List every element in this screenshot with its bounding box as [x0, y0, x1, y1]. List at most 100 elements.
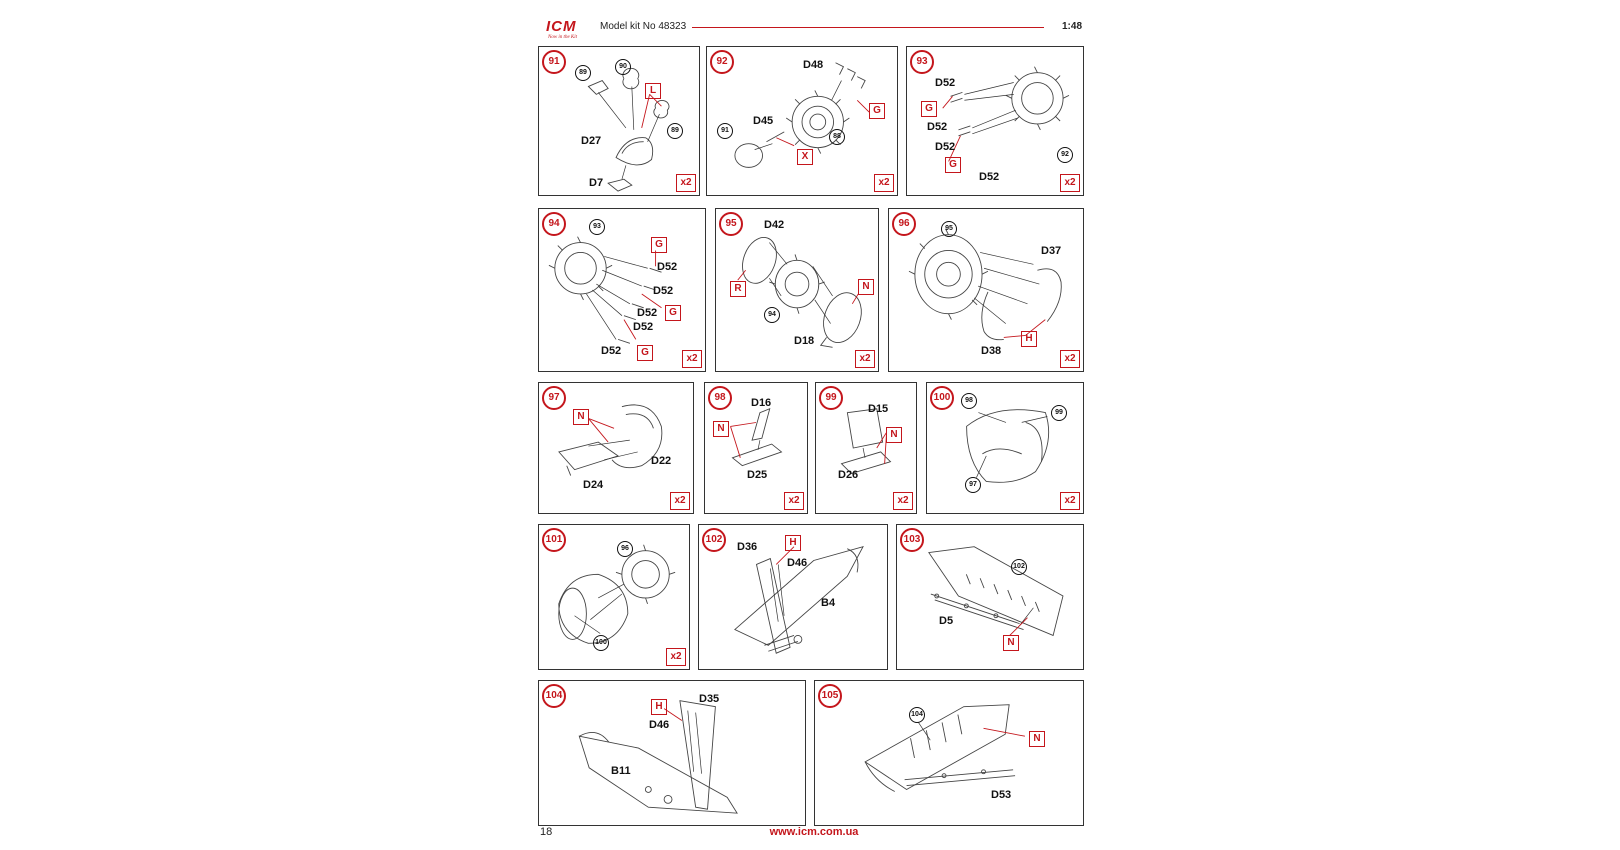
ref-step-100: 100 [593, 635, 609, 651]
ref-step-91: 91 [717, 123, 733, 139]
step-number: 103 [900, 528, 924, 552]
step-103-drawing [928, 546, 1064, 637]
paint-tag-H: H [1021, 331, 1037, 347]
part-D25: D25 [747, 469, 768, 481]
paint-tag-H: H [785, 535, 801, 551]
step-103-panel: 103 102 D5 N [896, 524, 1084, 670]
step-105-drawing [864, 704, 1026, 792]
step-number: 92 [710, 50, 734, 74]
part-D36: D36 [737, 541, 758, 553]
ref-step-96: 96 [617, 541, 633, 557]
quantity-badge: x2 [1060, 350, 1080, 368]
instruction-page: ICM Now in the Kit Model kit No 48323 1:… [538, 12, 1090, 842]
paint-tag-G: G [921, 101, 937, 117]
step-101-panel: 101 96 100 x2 [538, 524, 690, 670]
paint-tag-N: N [858, 279, 874, 295]
ref-step-94: 94 [764, 307, 780, 323]
quantity-badge: x2 [855, 350, 875, 368]
ref-step-93: 93 [589, 219, 605, 235]
step-number: 95 [719, 212, 743, 236]
part-D16: D16 [751, 397, 772, 409]
paint-tag-N: N [573, 409, 589, 425]
step-97-drawing [558, 404, 663, 476]
paint-tag-N: N [1029, 731, 1045, 747]
part-D37: D37 [1041, 245, 1062, 257]
part-D38: D38 [981, 345, 1002, 357]
step-104-drawing [578, 700, 738, 814]
step-number: 105 [818, 684, 842, 708]
page-number: 18 [540, 826, 553, 838]
part-D35: D35 [699, 693, 720, 705]
scale-label: 1:48 [1061, 21, 1082, 32]
step-number: 104 [542, 684, 566, 708]
paint-tag-H: H [651, 699, 667, 715]
ref-step-102: 102 [1011, 559, 1027, 575]
kit-title: Model kit No 48323 [600, 21, 687, 32]
step-96-panel: 96 95 D37 D38 H x2 [888, 208, 1084, 372]
paint-tag-N: N [1003, 635, 1019, 651]
part-D18: D18 [794, 335, 815, 347]
ref-step-89: 89 [667, 123, 683, 139]
step-98-drawing [730, 408, 783, 467]
part-D52: D52 [637, 307, 658, 319]
part-D7: D7 [589, 177, 604, 189]
quantity-badge: x2 [676, 174, 696, 192]
part-D15: D15 [868, 403, 889, 415]
step-number: 91 [542, 50, 566, 74]
part-D45: D45 [753, 115, 774, 127]
step-95-drawing [737, 236, 862, 348]
quantity-badge: x2 [784, 492, 804, 510]
part-D52: D52 [601, 345, 622, 357]
step-93-drawing [942, 66, 1070, 162]
part-D46: D46 [649, 719, 670, 731]
step-number: 100 [930, 386, 954, 410]
step-91-drawing [587, 67, 670, 192]
header-divider [692, 27, 1044, 28]
part-D52: D52 [979, 171, 1000, 183]
step-100-drawing [966, 409, 1050, 483]
part-D53: D53 [991, 789, 1012, 801]
paint-tag-G: G [869, 103, 885, 119]
part-D22: D22 [651, 455, 672, 467]
paint-tag-N: N [713, 421, 729, 437]
step-105-panel: 105 104 N D53 [814, 680, 1084, 826]
quantity-badge: x2 [893, 492, 913, 510]
paint-tag-X: X [797, 149, 813, 165]
ref-step-95: 95 [941, 221, 957, 237]
part-B11: B11 [611, 765, 631, 777]
part-B4: B4 [821, 597, 836, 609]
step-92-panel: 92 D48 D45 91 88 G X x2 [706, 46, 898, 196]
quantity-badge: x2 [666, 648, 686, 666]
step-number: 101 [542, 528, 566, 552]
step-number: 99 [819, 386, 843, 410]
step-102-panel: 102 D36 H D46 B4 [698, 524, 888, 670]
paint-tag-N: N [886, 427, 902, 443]
step-number: 96 [892, 212, 916, 236]
step-99-drawing [840, 408, 892, 474]
ref-step-99: 99 [1051, 405, 1067, 421]
part-D26: D26 [838, 469, 859, 481]
quantity-badge: x2 [682, 350, 702, 368]
step-91-panel: 91 89 90 89 L D27 D7 x2 [538, 46, 700, 196]
ref-step-89: 89 [575, 65, 591, 81]
step-97-panel: 97 N D22 D24 x2 [538, 382, 694, 514]
page-header: ICM Now in the Kit Model kit No 48323 1:… [538, 12, 1090, 46]
step-104-panel: 104 D35 H D46 B11 [538, 680, 806, 826]
part-D27: D27 [581, 135, 602, 147]
part-D52: D52 [653, 285, 674, 297]
part-D52: D52 [927, 121, 948, 133]
quantity-badge: x2 [1060, 492, 1080, 510]
part-D48: D48 [803, 59, 824, 71]
part-D52: D52 [935, 77, 956, 89]
icm-logo: ICM Now in the Kit [546, 18, 578, 40]
step-100-panel: 100 98 99 97 x2 [926, 382, 1084, 514]
step-99-panel: 99 D15 N D26 x2 [815, 382, 917, 514]
paint-tag-G: G [945, 157, 961, 173]
footer-url[interactable]: www.icm.com.ua [769, 826, 859, 838]
ref-step-88: 88 [829, 129, 845, 145]
paint-tag-R: R [730, 281, 746, 297]
step-98-panel: 98 D16 N D25 x2 [704, 382, 808, 514]
ref-step-97: 97 [965, 477, 981, 493]
step-92-drawing [734, 62, 870, 168]
part-D42: D42 [764, 219, 785, 231]
